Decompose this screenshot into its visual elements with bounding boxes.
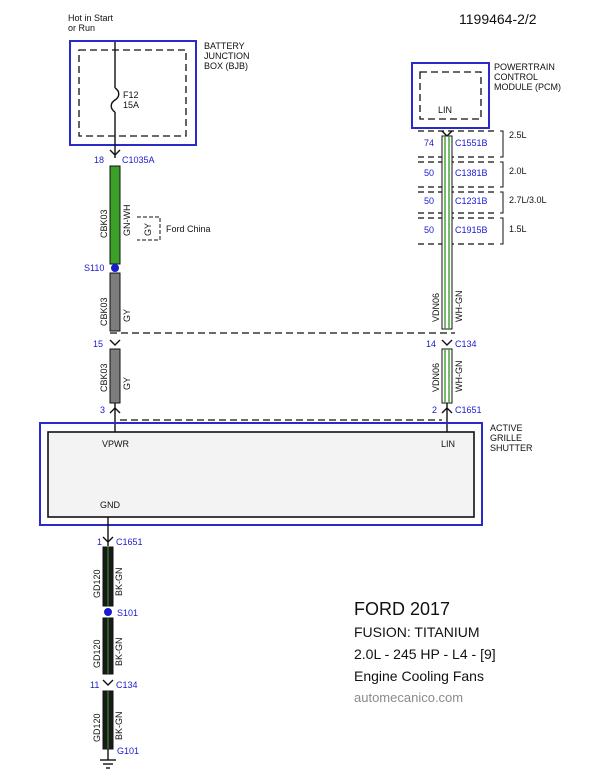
- left-circuit-1: CBK03: [99, 209, 109, 238]
- ground-g101-label: G101: [117, 746, 139, 756]
- left-wire-gray-mid: [109, 272, 121, 332]
- right-circuit-1: VDN06: [431, 293, 441, 322]
- pcm-inner-dashed: [419, 71, 482, 120]
- splice-s110-label: S110: [84, 263, 104, 273]
- right-wire-upper: [441, 135, 453, 330]
- splice-s110-dot: [111, 264, 119, 272]
- pcm-connector-chevron-icon: [441, 130, 453, 137]
- right-color-1: WH-GN: [454, 291, 464, 323]
- left-wire-green: [109, 165, 121, 265]
- info-site: automecanico.com: [354, 690, 463, 705]
- alt-color-dashed-box: [137, 216, 161, 241]
- pcm-variant-3-connector: C1231B: [455, 196, 488, 206]
- c134-left-pin: 15: [93, 339, 103, 349]
- ground-c1651-chevron-icon: [102, 536, 114, 543]
- shutter-gnd-label: GND: [100, 500, 121, 510]
- shutter-label-1: ACTIVE: [490, 423, 523, 433]
- alt-color: GY: [143, 223, 153, 236]
- left-color-2: GY: [122, 309, 132, 322]
- bjb-box: [69, 40, 197, 146]
- ground-color-3: BK-GN: [114, 711, 124, 740]
- ground-symbol-icon: [100, 749, 116, 769]
- alt-note: Ford China: [166, 224, 211, 234]
- shutter-lin-label: LIN: [441, 439, 455, 449]
- bjb-connector-chevron-icon: [109, 149, 121, 156]
- ground-connector-1: C1651: [116, 537, 143, 547]
- info-title: FORD 2017: [354, 599, 450, 619]
- info-model: FUSION: TITANIUM: [354, 624, 479, 640]
- pcm-variant-2-pin: 50: [424, 168, 434, 178]
- ground-color-1: BK-GN: [114, 567, 124, 596]
- shutter-vpwr-pin: 3: [100, 405, 105, 415]
- pcm-variant-2-connector: C1381B: [455, 168, 488, 178]
- ground-c134-chevron-icon: [102, 679, 114, 686]
- ground-circuit-3: GD120: [92, 713, 102, 742]
- doc-id: 1199464-2/2: [459, 11, 537, 27]
- shutter-lin-connector: C1651: [455, 405, 482, 415]
- fuse-id: F12: [123, 90, 139, 100]
- left-circuit-2: CBK03: [99, 297, 109, 326]
- pcm-variant-3-pin: 50: [424, 196, 434, 206]
- pcm-label-2: CONTROL: [494, 72, 538, 82]
- pcm-variant-4-connector: C1915B: [455, 225, 488, 235]
- power-note-line1: Hot in Start: [68, 13, 114, 23]
- shutter-vpwr-label: VPWR: [102, 439, 130, 449]
- ground-circuit-2: GD120: [92, 639, 102, 668]
- splice-s101-dot: [104, 608, 112, 616]
- ground-pin-1: 1: [97, 537, 102, 547]
- info-system: Engine Cooling Fans: [354, 668, 484, 684]
- c134-right-pin: 14: [426, 339, 436, 349]
- right-circuit-2: VDN06: [431, 363, 441, 392]
- bjb-label-2: JUNCTION: [204, 51, 250, 61]
- pcm-box: [411, 62, 490, 129]
- pcm-variant-3-engine: 2.7L/3.0L: [509, 195, 547, 205]
- bjb-connector: C1035A: [122, 155, 155, 165]
- pcm-label-3: MODULE (PCM): [494, 82, 561, 92]
- splice-s101-label: S101: [117, 608, 138, 618]
- left-color-3: GY: [122, 377, 132, 390]
- power-note-line2: or Run: [68, 23, 95, 33]
- right-color-2: WH-GN: [454, 361, 464, 393]
- ground-color-2: BK-GN: [114, 637, 124, 666]
- left-color-1: GN-WH: [122, 205, 132, 237]
- c134-right-chevron-icon: [441, 339, 453, 346]
- shutter-outer-box: [39, 422, 483, 526]
- bjb-pin: 18: [94, 155, 104, 165]
- shutter-lin-pin: 2: [432, 405, 437, 415]
- bjb-label-3: BOX (BJB): [204, 61, 248, 71]
- shutter-inner-box: [47, 431, 475, 518]
- left-wire-gray-low: [109, 348, 121, 404]
- ground-connector-2: C134: [116, 680, 138, 690]
- bjb-label-1: BATTERY: [204, 41, 245, 51]
- c134-left-chevron-icon: [109, 339, 121, 346]
- shutter-label-3: SHUTTER: [490, 443, 533, 453]
- pcm-variant-brackets: [500, 130, 504, 245]
- pcm-variant-1-connector: C1551B: [455, 138, 488, 148]
- pcm-label-1: POWERTRAIN: [494, 62, 555, 72]
- pcm-lin-label: LIN: [438, 105, 452, 115]
- right-wire-lower: [441, 348, 453, 404]
- fuse-icon: [110, 87, 120, 113]
- ground-pin-2: 11: [90, 680, 99, 690]
- pcm-variant-1-engine: 2.5L: [509, 130, 527, 140]
- bjb-inner-dashed: [78, 49, 187, 137]
- fuse-amps: 15A: [123, 100, 139, 110]
- left-circuit-3: CBK03: [99, 363, 109, 392]
- shutter-label-2: GRILLE: [490, 433, 522, 443]
- pcm-variant-4-pin: 50: [424, 225, 434, 235]
- c134-right-connector: C134: [455, 339, 477, 349]
- pcm-variant-4-engine: 1.5L: [509, 224, 527, 234]
- pcm-variant-1-pin: 74: [424, 138, 434, 148]
- pcm-variant-2-engine: 2.0L: [509, 166, 527, 176]
- ground-circuit-1: GD120: [92, 569, 102, 598]
- info-engine: 2.0L - 245 HP - L4 - [9]: [354, 646, 496, 662]
- pcm-variant-separators: [418, 130, 498, 245]
